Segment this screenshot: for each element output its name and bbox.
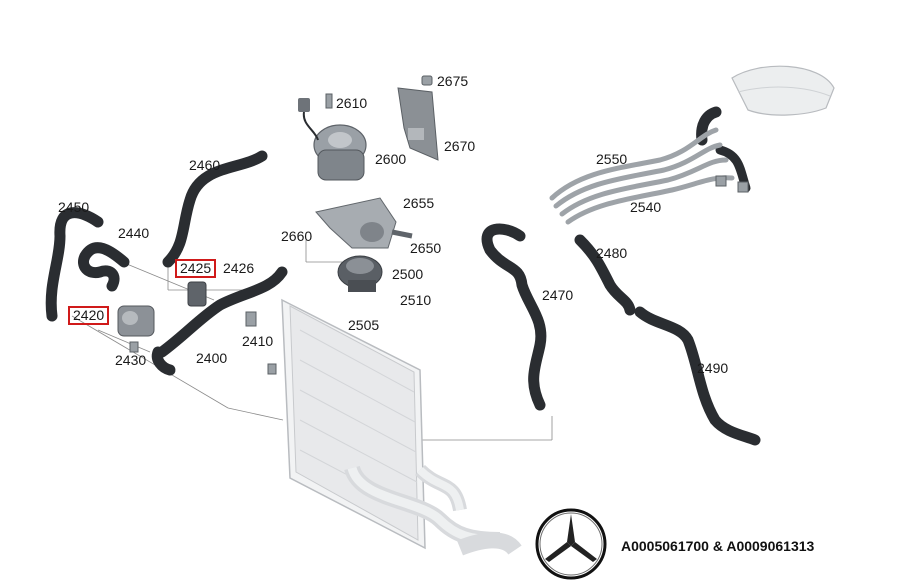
- metal-pipes: [549, 127, 735, 225]
- callout-2550: 2550: [596, 151, 628, 167]
- callout-2650: 2650: [410, 240, 442, 256]
- part-numbers-caption: A0005061700 & A0009061313: [621, 538, 815, 554]
- callout-2410: 2410: [242, 333, 274, 349]
- callout-2540: 2540: [630, 199, 662, 215]
- callout-2460: 2460: [189, 157, 221, 173]
- small-fittings: [129, 75, 749, 375]
- electric-pump-2600: [298, 98, 367, 181]
- callout-2450: 2450: [58, 199, 90, 215]
- bracket-2670: [397, 87, 439, 161]
- radiator: [281, 298, 522, 556]
- electric-pump-2500: [337, 255, 383, 292]
- callout-2400: 2400: [196, 350, 228, 366]
- callout-2425: 2425: [175, 259, 217, 278]
- callout-2480: 2480: [596, 245, 628, 261]
- hose-2490: [634, 306, 761, 446]
- callout-2470: 2470: [542, 287, 574, 303]
- callout-2420: 2420: [68, 306, 110, 325]
- hose-2400-end: [151, 346, 176, 376]
- callout-2430: 2430: [115, 352, 147, 368]
- valve-2420: [117, 281, 207, 337]
- expansion-tank: [731, 65, 835, 116]
- hose-2460: [162, 150, 268, 268]
- hose-2470: [481, 223, 547, 411]
- callout-2600: 2600: [375, 151, 407, 167]
- callout-2610: 2610: [336, 95, 368, 111]
- mercedes-benz-star-logo: [535, 508, 607, 580]
- callout-2426: 2426: [223, 260, 255, 276]
- callout-2655: 2655: [403, 195, 435, 211]
- callout-2675: 2675: [437, 73, 469, 89]
- housing-2650: [315, 197, 413, 249]
- callout-2505: 2505: [348, 317, 380, 333]
- hose-2450: [45, 207, 104, 322]
- callout-2510: 2510: [400, 292, 432, 308]
- hose-2400: [156, 266, 288, 358]
- hose-2440: [78, 242, 130, 292]
- callout-2490: 2490: [697, 360, 729, 376]
- callout-2670: 2670: [444, 138, 476, 154]
- callout-2440: 2440: [118, 225, 150, 241]
- callout-2500: 2500: [392, 266, 424, 282]
- hose-2480: [574, 234, 636, 316]
- callout-2660: 2660: [281, 228, 313, 244]
